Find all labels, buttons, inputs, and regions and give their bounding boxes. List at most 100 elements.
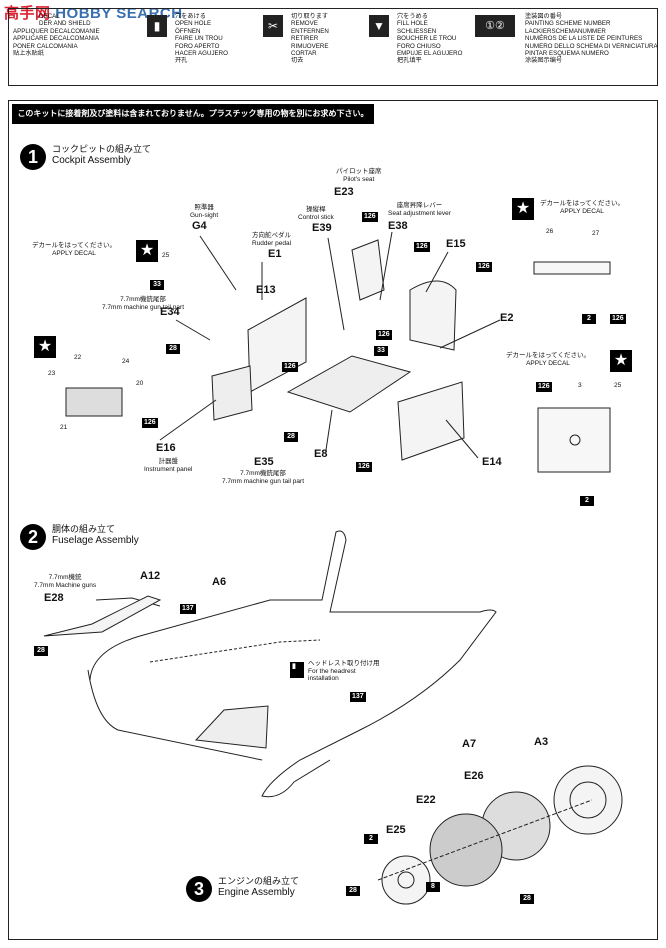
note-decal: デカールをはってください。APPLY DECAL xyxy=(506,352,590,367)
cut-icon: ✂ xyxy=(263,15,283,37)
part-label: E35 xyxy=(254,456,274,468)
part-label: E8 xyxy=(314,448,328,460)
color-code-badge: 28 xyxy=(34,646,48,656)
part-label: E1 xyxy=(268,248,282,260)
part-number: 22 xyxy=(74,354,82,361)
part-label: E22 xyxy=(416,794,436,806)
color-code-badge: 33 xyxy=(374,346,388,356)
decal-strip xyxy=(533,261,611,275)
color-code-badge: 28 xyxy=(346,886,360,896)
part-number: 23 xyxy=(48,370,56,377)
step-number: 3 xyxy=(186,876,212,902)
glue-paint-notice: このキットに接着剤及び塗料は含まれておりません。プラスチック専用の物を別にお求め… xyxy=(12,104,374,124)
side-panel-e14 xyxy=(397,381,465,461)
color-code-badge: 126 xyxy=(282,362,298,372)
part-label: E14 xyxy=(482,456,502,468)
drill-icon: ▮ xyxy=(147,15,167,37)
color-code-badge: 137 xyxy=(180,604,196,614)
part-number: 24 xyxy=(122,358,130,365)
color-code-badge: 8 xyxy=(426,882,440,892)
color-code-badge: 126 xyxy=(142,418,158,428)
part-label: E25 xyxy=(386,824,406,836)
part-label: E23 xyxy=(334,186,354,198)
part-number: 26 xyxy=(546,228,554,235)
part-label: A3 xyxy=(534,736,549,748)
legend-decal: DECAL DER AND SHIELD APPLIQUER DECALCOMA… xyxy=(13,13,100,58)
cockpit-assembly-drawn xyxy=(194,705,269,749)
instruction-frame xyxy=(8,100,658,940)
instrument-panel xyxy=(65,387,123,417)
bulkhead xyxy=(409,280,457,351)
color-code-badge: 126 xyxy=(476,262,492,272)
part-label: G4 xyxy=(192,220,207,232)
step-number: 2 xyxy=(20,524,46,550)
engine-e25 xyxy=(381,855,431,905)
pilot-seat xyxy=(351,239,385,301)
part-label: A7 xyxy=(462,738,477,750)
note-decal: デカールをはってください。APPLY DECAL xyxy=(32,242,116,257)
color-code-badge: 2 xyxy=(582,314,596,324)
painting-scheme-icon: ①② xyxy=(475,15,515,37)
color-code-badge: 33 xyxy=(150,280,164,290)
color-code-badge: 2 xyxy=(580,496,594,506)
part-number: 27 xyxy=(592,230,600,237)
part-label: E38 xyxy=(388,220,408,232)
cockpit-floor xyxy=(286,355,412,413)
color-code-badge: 28 xyxy=(166,344,180,354)
color-code-badge: 126 xyxy=(376,330,392,340)
decal-star-icon: ★ xyxy=(512,198,534,220)
part-e16 xyxy=(211,365,253,421)
symbol-legend: DECAL DER AND SHIELD APPLIQUER DECALCOMA… xyxy=(8,8,658,86)
step-number: 1 xyxy=(20,144,46,170)
part-label: E15 xyxy=(446,238,466,250)
part-label: E39 xyxy=(312,222,332,234)
cowling-a3 xyxy=(553,765,623,835)
part-label: A6 xyxy=(212,576,227,588)
decal-star-icon: ★ xyxy=(136,240,158,262)
part-label: A12 xyxy=(140,570,161,582)
color-code-badge: 137 xyxy=(350,692,366,702)
fill-hole-icon: ▼ xyxy=(369,15,389,37)
part-label: E34 xyxy=(160,306,180,318)
drill-icon: ▮ xyxy=(290,662,304,678)
color-code-badge: 126 xyxy=(414,242,430,252)
part-number: 3 xyxy=(578,382,582,389)
gun-cover xyxy=(43,595,162,637)
cockpit-side-panel xyxy=(247,297,307,393)
color-code-badge: 126 xyxy=(610,314,626,324)
color-code-badge: 126 xyxy=(356,462,372,472)
part-number: 20 xyxy=(136,380,144,387)
engine-e22 xyxy=(429,813,503,887)
part-label: E26 xyxy=(464,770,484,782)
scheme-star-icon: ★ xyxy=(34,336,56,358)
decal-star-icon: ★ xyxy=(610,350,632,372)
color-code-badge: 126 xyxy=(362,212,378,222)
part-label: E16 xyxy=(156,442,176,454)
note-decal: デカールをはってください。APPLY DECAL xyxy=(540,200,624,215)
color-code-badge: 28 xyxy=(520,894,534,904)
part-number: 25 xyxy=(162,252,170,259)
detail-box xyxy=(537,407,611,473)
color-code-badge: 2 xyxy=(364,834,378,844)
part-label: E28 xyxy=(44,592,64,604)
color-code-badge: 28 xyxy=(284,432,298,442)
color-code-badge: 126 xyxy=(536,382,552,392)
